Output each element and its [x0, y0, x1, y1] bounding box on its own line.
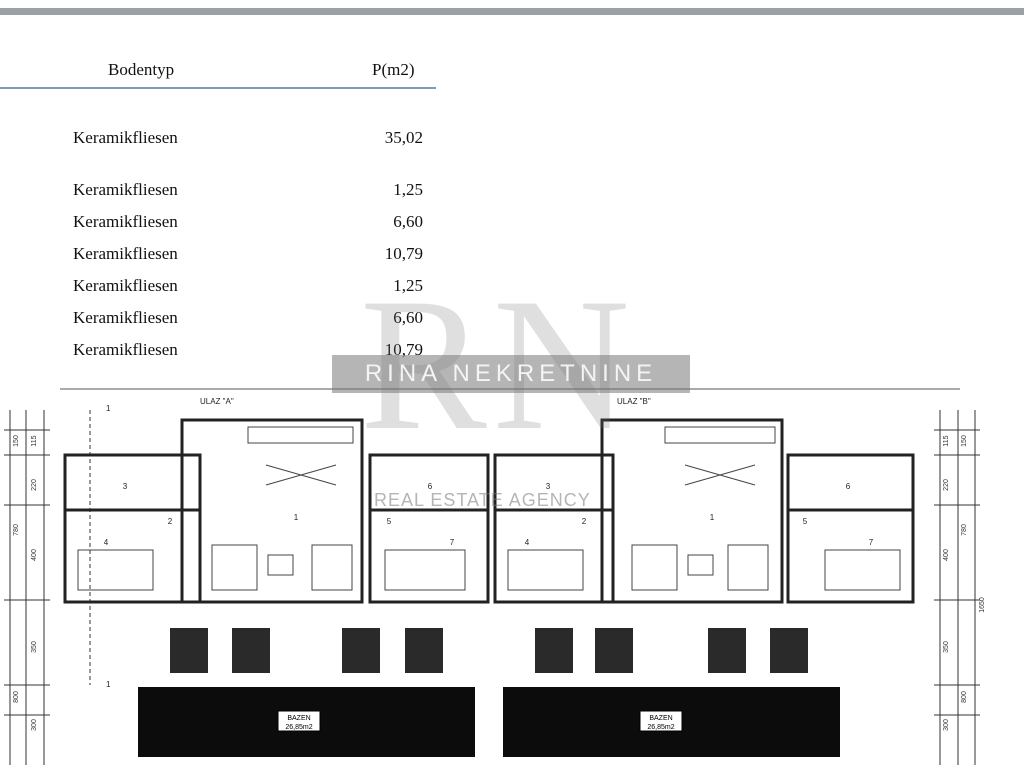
section-marker-top: 1	[106, 404, 111, 413]
row-floor-type: Keramikfliesen	[73, 244, 178, 263]
row-floor-type: Keramikfliesen	[73, 212, 178, 231]
table-row: Keramikfliesen 10,79	[73, 340, 423, 364]
table-row: Keramikfliesen 1,25	[73, 276, 423, 300]
row-area: 6,60	[393, 212, 423, 231]
room-number: 3	[546, 482, 551, 491]
row-floor-type: Keramikfliesen	[73, 308, 178, 327]
room-number: 5	[803, 517, 808, 526]
dimension-label: 780	[961, 524, 968, 536]
watermark-company-name: RINA NEKRETNINE	[364, 360, 658, 387]
dimension-label: 220	[31, 479, 38, 491]
dimension-label: 1650	[979, 597, 986, 613]
dimension-label: 800	[13, 691, 20, 703]
row-floor-type: Keramikfliesen	[73, 128, 178, 147]
dimension-label: 300	[31, 719, 38, 731]
row-area: 10,79	[384, 244, 423, 263]
pool-area-right: 26,85m2	[647, 724, 674, 731]
row-area: 35,02	[384, 128, 423, 147]
dimension-label: 800	[961, 691, 968, 703]
table-row: Keramikfliesen 6,60	[73, 212, 423, 236]
row-floor-type: Keramikfliesen	[73, 180, 178, 199]
watermark-tagline: REAL ESTATE AGENCY	[374, 490, 591, 510]
room-number: 7	[450, 538, 455, 547]
entrance-a-label: ULAZ "A"	[200, 397, 234, 406]
dimension-label: 300	[943, 719, 950, 731]
row-floor-type: Keramikfliesen	[73, 276, 178, 295]
header-divider	[0, 87, 436, 89]
dimension-label: 220	[943, 479, 950, 491]
dimension-label: 150	[961, 435, 968, 447]
room-number: 4	[525, 538, 530, 547]
pool-area-left: 26,85m2	[285, 724, 312, 731]
table-row: Keramikfliesen 10,79	[73, 244, 423, 268]
dimension-label: 350	[943, 641, 950, 653]
table-row: Keramikfliesen 1,25	[73, 180, 423, 204]
row-floor-type: Keramikfliesen	[73, 340, 178, 359]
room-number: 2	[582, 517, 587, 526]
column-header-floor-type: Bodentyp	[108, 60, 175, 79]
section-marker-bottom: 1	[106, 680, 111, 689]
dimension-label: 150	[13, 435, 20, 447]
row-area: 6,60	[393, 308, 423, 327]
room-number: 7	[869, 538, 874, 547]
floor-plan-drawing: BAZEN 26,85m2 BAZEN 26,85m2 ULAZ "A" ULA…	[4, 388, 986, 765]
dimension-label: 400	[943, 549, 950, 561]
row-area: 1,25	[393, 180, 423, 199]
table-row: Keramikfliesen 6,60	[73, 308, 423, 332]
dimension-label: 115	[31, 435, 38, 446]
row-area: 10,79	[384, 340, 423, 359]
dimension-label: 400	[31, 549, 38, 561]
row-area: 1,25	[393, 276, 423, 295]
dimension-label: 115	[943, 435, 950, 446]
table-row: Keramikfliesen 35,02	[73, 128, 423, 152]
watermark-band	[332, 355, 690, 393]
room-number: 1	[294, 513, 299, 522]
room-number: 5	[387, 517, 392, 526]
top-border-bar	[0, 8, 1024, 15]
room-number: 2	[168, 517, 173, 526]
column-header-area: P(m2)	[372, 60, 415, 79]
room-number: 4	[104, 538, 109, 547]
pool-label-right: BAZEN	[649, 715, 672, 722]
pool-label-left: BAZEN	[287, 715, 310, 722]
room-number: 3	[123, 482, 128, 491]
dimension-label: 780	[13, 524, 20, 536]
entrance-b-label: ULAZ "B"	[617, 397, 651, 406]
room-number: 6	[846, 482, 851, 491]
room-number: 6	[428, 482, 433, 491]
dimension-label: 350	[31, 641, 38, 653]
room-number: 1	[710, 513, 715, 522]
